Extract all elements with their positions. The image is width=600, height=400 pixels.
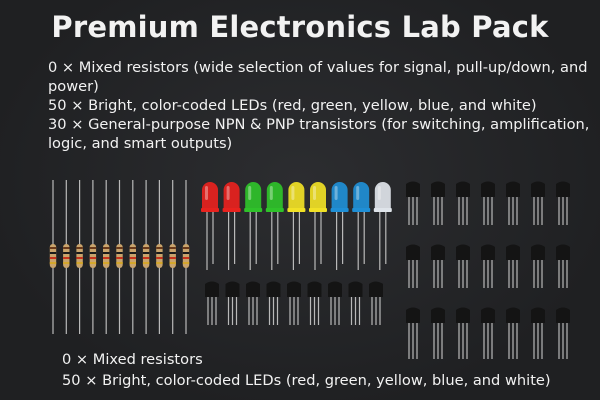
resistor-icon (63, 180, 70, 334)
resistor-icon (156, 180, 163, 334)
led-icon (373, 182, 392, 270)
resistor-icon (182, 180, 190, 334)
led-icon (352, 182, 371, 270)
resistor-icon (129, 180, 136, 334)
led-icon (222, 182, 241, 270)
transistor-icon (328, 281, 342, 325)
led-icon (287, 182, 306, 270)
description-line-resistors: 0 × Mixed resistors (wide selection of v… (48, 59, 588, 95)
transistor-icon (556, 244, 570, 288)
resistor-icon (76, 180, 83, 334)
transistor-icon (431, 307, 445, 359)
transistor-icon (205, 281, 219, 325)
description-line-transistors: 30 × General-purpose NPN & PNP transisto… (48, 116, 590, 152)
resistor-icon (142, 180, 150, 334)
transistor-icon (531, 181, 545, 225)
transistor-icon (506, 244, 520, 288)
transistor-icon (556, 181, 570, 225)
transistor-icon (287, 281, 301, 325)
transistor-icon (531, 244, 545, 288)
transistor-icon (266, 281, 281, 325)
transistor-icon (406, 181, 420, 225)
transistor-icon (456, 181, 470, 225)
transistor-icon (406, 244, 420, 288)
transistor-icon (225, 281, 240, 325)
resistor-icon (116, 180, 123, 334)
transistor-icon (481, 307, 495, 359)
transistor-icon (431, 244, 445, 288)
led-icon (309, 182, 327, 270)
led-icon (330, 182, 349, 270)
transistor-icon (431, 181, 445, 225)
transistor-icon (307, 281, 322, 325)
transistor-icon (506, 181, 520, 225)
product-description: 0 × Mixed resistors (wide selection of v… (48, 58, 593, 153)
transistor-icon (481, 244, 495, 288)
led-icon (265, 182, 284, 270)
transistor-icon (406, 307, 420, 359)
resistor-icon (89, 180, 97, 334)
transistor-icon (348, 281, 363, 325)
transistor-icon (506, 307, 520, 359)
page-title: Premium Electronics Lab Pack (51, 10, 549, 44)
transistor-icon (246, 281, 260, 325)
transistor-icon (369, 281, 383, 325)
transistor-icon (531, 307, 545, 359)
resistor-icon (169, 180, 176, 334)
description-line-leds: 50 × Bright, color-coded LEDs (red, gree… (48, 97, 537, 114)
resistor-icon (103, 180, 110, 334)
transistor-icon (556, 307, 570, 359)
caption-line-leds: 50 × Bright, color-coded LEDs (red, gree… (62, 372, 551, 389)
led-icon (201, 182, 219, 270)
led-icon (244, 181, 263, 270)
transistor-icon (456, 244, 470, 288)
bottom-caption: 0 × Mixed resistors 50 × Bright, color-c… (62, 349, 598, 391)
transistor-icon (481, 181, 495, 225)
transistor-icon (456, 307, 470, 359)
caption-line-resistors: 0 × Mixed resistors (62, 351, 203, 368)
resistor-icon (49, 180, 57, 334)
